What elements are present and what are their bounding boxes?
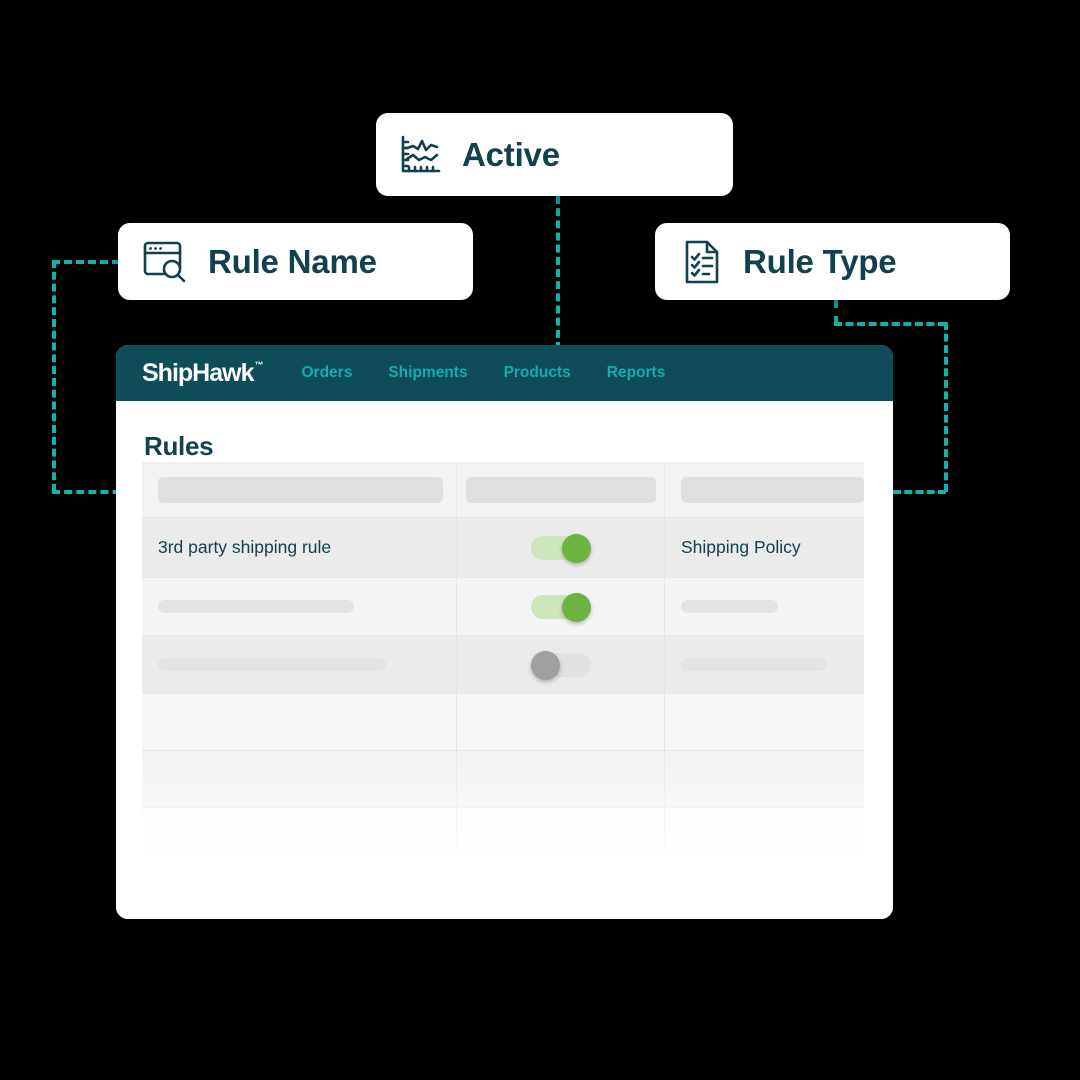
cell-rule-name (142, 636, 457, 693)
nav-item-shipments[interactable]: Shipments (388, 364, 468, 381)
header-placeholder-bar (465, 476, 656, 503)
connector-ruletype-stub (834, 300, 838, 324)
header-placeholder-bar (681, 476, 864, 503)
cell-rule-name (142, 751, 457, 807)
toggle-knob (530, 650, 560, 680)
callout-active-label: Active (462, 135, 560, 173)
callout-rule-type[interactable]: Rule Type (655, 223, 1010, 300)
placeholder-bar (158, 600, 354, 613)
cell-rule-name (142, 578, 457, 635)
cell-rule-name: 3rd party shipping rule (142, 518, 457, 577)
rule-name-value: 3rd party shipping rule (158, 537, 332, 557)
trademark-mark: ™ (254, 359, 263, 370)
cell-rule-type: Shipping Policy (665, 518, 864, 577)
nav-item-orders[interactable]: Orders (301, 364, 353, 381)
callout-rule-name[interactable]: Rule Name (118, 223, 473, 300)
table-row[interactable] (142, 636, 864, 694)
connector-ruletype-vertical (944, 322, 948, 492)
connector-ruletype-bottom (848, 490, 946, 494)
cell-active (457, 808, 665, 856)
connector-rulename-top (52, 260, 120, 264)
browser-search-icon (142, 240, 188, 284)
line-chart-icon (398, 134, 442, 176)
toggle-knob (561, 592, 591, 622)
page-title: Rules (144, 431, 214, 461)
document-checklist-icon (683, 239, 721, 285)
cell-rule-type (665, 636, 864, 693)
callout-rule-name-label: Rule Name (208, 242, 377, 280)
table-row[interactable] (142, 578, 864, 636)
cell-active (457, 518, 665, 577)
table-row[interactable]: 3rd party shipping rule Shipping Policy (142, 518, 864, 578)
active-toggle[interactable] (530, 650, 591, 680)
shiphawk-logo-text: ShipHawk (142, 358, 254, 387)
rules-table: 3rd party shipping rule Shipping Policy (142, 462, 864, 892)
cell-active (457, 636, 665, 693)
table-header-cell-rule-type[interactable] (665, 462, 864, 517)
cell-rule-type (665, 694, 864, 750)
placeholder-bar (681, 600, 778, 613)
toggle-knob (561, 533, 591, 563)
cell-rule-name (142, 808, 457, 856)
table-row[interactable] (142, 808, 864, 856)
callout-rule-type-label: Rule Type (743, 242, 897, 280)
active-toggle[interactable] (530, 592, 591, 622)
placeholder-bar (681, 658, 827, 671)
header-placeholder-bar (158, 476, 443, 503)
table-header-cell-active[interactable] (457, 462, 665, 517)
table-header-row (142, 462, 864, 518)
table-row[interactable] (142, 751, 864, 808)
cell-rule-type (665, 751, 864, 807)
primary-nav: Orders Shipments Products Reports (301, 364, 665, 382)
connector-rulename-vertical (52, 260, 56, 492)
nav-item-products[interactable]: Products (503, 364, 571, 381)
table-row[interactable] (142, 694, 864, 751)
cell-active (457, 751, 665, 807)
callout-active[interactable]: Active (376, 113, 733, 196)
nav-item-reports[interactable]: Reports (606, 364, 666, 381)
connector-rulename-bottom (52, 490, 157, 494)
cell-rule-name (142, 694, 457, 750)
active-toggle[interactable] (530, 533, 591, 563)
cell-rule-type (665, 578, 864, 635)
placeholder-bar (158, 658, 386, 671)
cell-rule-type (665, 808, 864, 856)
table-header-cell-rule-name[interactable] (142, 462, 457, 517)
rule-type-value: Shipping Policy (681, 537, 801, 557)
cell-active (457, 694, 665, 750)
cell-active (457, 578, 665, 635)
connector-ruletype-top (834, 322, 946, 326)
